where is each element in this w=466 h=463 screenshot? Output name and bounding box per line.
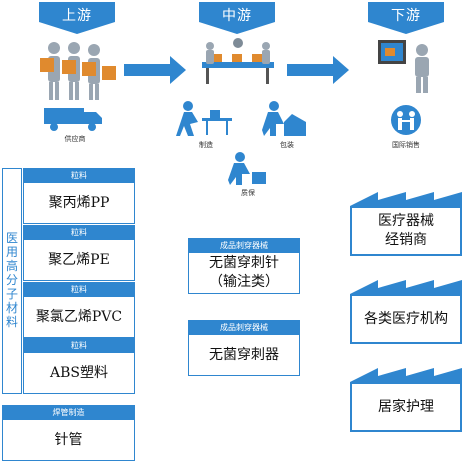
material-name: ABS塑料 <box>50 365 108 381</box>
assembly-line-illustration <box>202 38 274 84</box>
material-header: 粒料 <box>24 283 134 297</box>
suppliers-illustration <box>40 42 116 100</box>
stage-midstream-label: 中游 <box>222 8 252 24</box>
sales-caption: 国际销售 <box>392 141 420 149</box>
presenter-illustration <box>378 40 429 93</box>
material-card: 粒料 聚氯乙烯PVC <box>23 282 135 338</box>
material-header: 粒料 <box>24 226 134 240</box>
material-card: 粒料 聚丙烯PP <box>23 168 135 224</box>
supplier-caption: 供应商 <box>64 135 86 143</box>
material-name: 聚氯乙烯PVC <box>35 309 123 325</box>
material-header: 粒料 <box>24 169 134 183</box>
stage-upstream-label: 上游 <box>62 8 92 24</box>
downstream-card: 居家护理 <box>350 368 462 432</box>
tube-name: 针管 <box>54 432 83 448</box>
downstream-name: 各类医疗机构 <box>364 311 448 327</box>
material-card: 粒料 ABS塑料 <box>23 338 135 394</box>
packing-caption: 包装 <box>280 141 294 149</box>
arrow-right-icon <box>124 56 186 84</box>
product-header: 成品刺穿器械 <box>189 239 299 253</box>
downstream-card: 医疗器械 经销商 <box>350 192 462 256</box>
material-name: 聚乙烯PE <box>48 252 110 268</box>
material-card: 粒料 聚乙烯PE <box>23 225 135 281</box>
qc-caption: 质保 <box>241 189 255 197</box>
materials-side-bar: 医用高分子材料 <box>2 168 22 394</box>
worker-making-icon <box>176 101 232 136</box>
product-name: 无菌穿刺针 <box>209 255 279 271</box>
product-subname: （输注类） <box>209 274 279 290</box>
product-card: 成品刺穿器械 无菌穿刺针 （输注类） <box>188 238 300 294</box>
tube-header: 焊管制造 <box>3 406 134 420</box>
downstream-subname: 经销商 <box>385 232 427 248</box>
materials-side-label: 医用高分子材料 <box>5 231 18 329</box>
tube-card: 焊管制造 针管 <box>2 405 135 461</box>
downstream-card: 各类医疗机构 <box>350 280 462 344</box>
making-caption: 制造 <box>199 141 213 149</box>
stage-downstream-label: 下游 <box>391 8 421 24</box>
product-card: 成品刺穿器械 无菌穿刺器 <box>188 320 300 376</box>
quality-check-icon <box>228 152 266 185</box>
international-sales-icon <box>391 105 421 135</box>
arrow-right-icon <box>287 56 349 84</box>
downstream-name: 居家护理 <box>378 399 434 415</box>
stage-upstream: 上游 <box>39 2 115 34</box>
material-header: 粒料 <box>24 339 134 353</box>
material-name: 聚丙烯PP <box>48 195 110 211</box>
stage-midstream: 中游 <box>199 2 275 34</box>
truck-icon <box>44 108 102 131</box>
worker-packing-icon <box>262 101 306 136</box>
product-name: 无菌穿刺器 <box>209 347 279 363</box>
stage-downstream: 下游 <box>368 2 444 34</box>
downstream-name: 医疗器械 <box>378 213 434 229</box>
product-header: 成品刺穿器械 <box>189 321 299 335</box>
